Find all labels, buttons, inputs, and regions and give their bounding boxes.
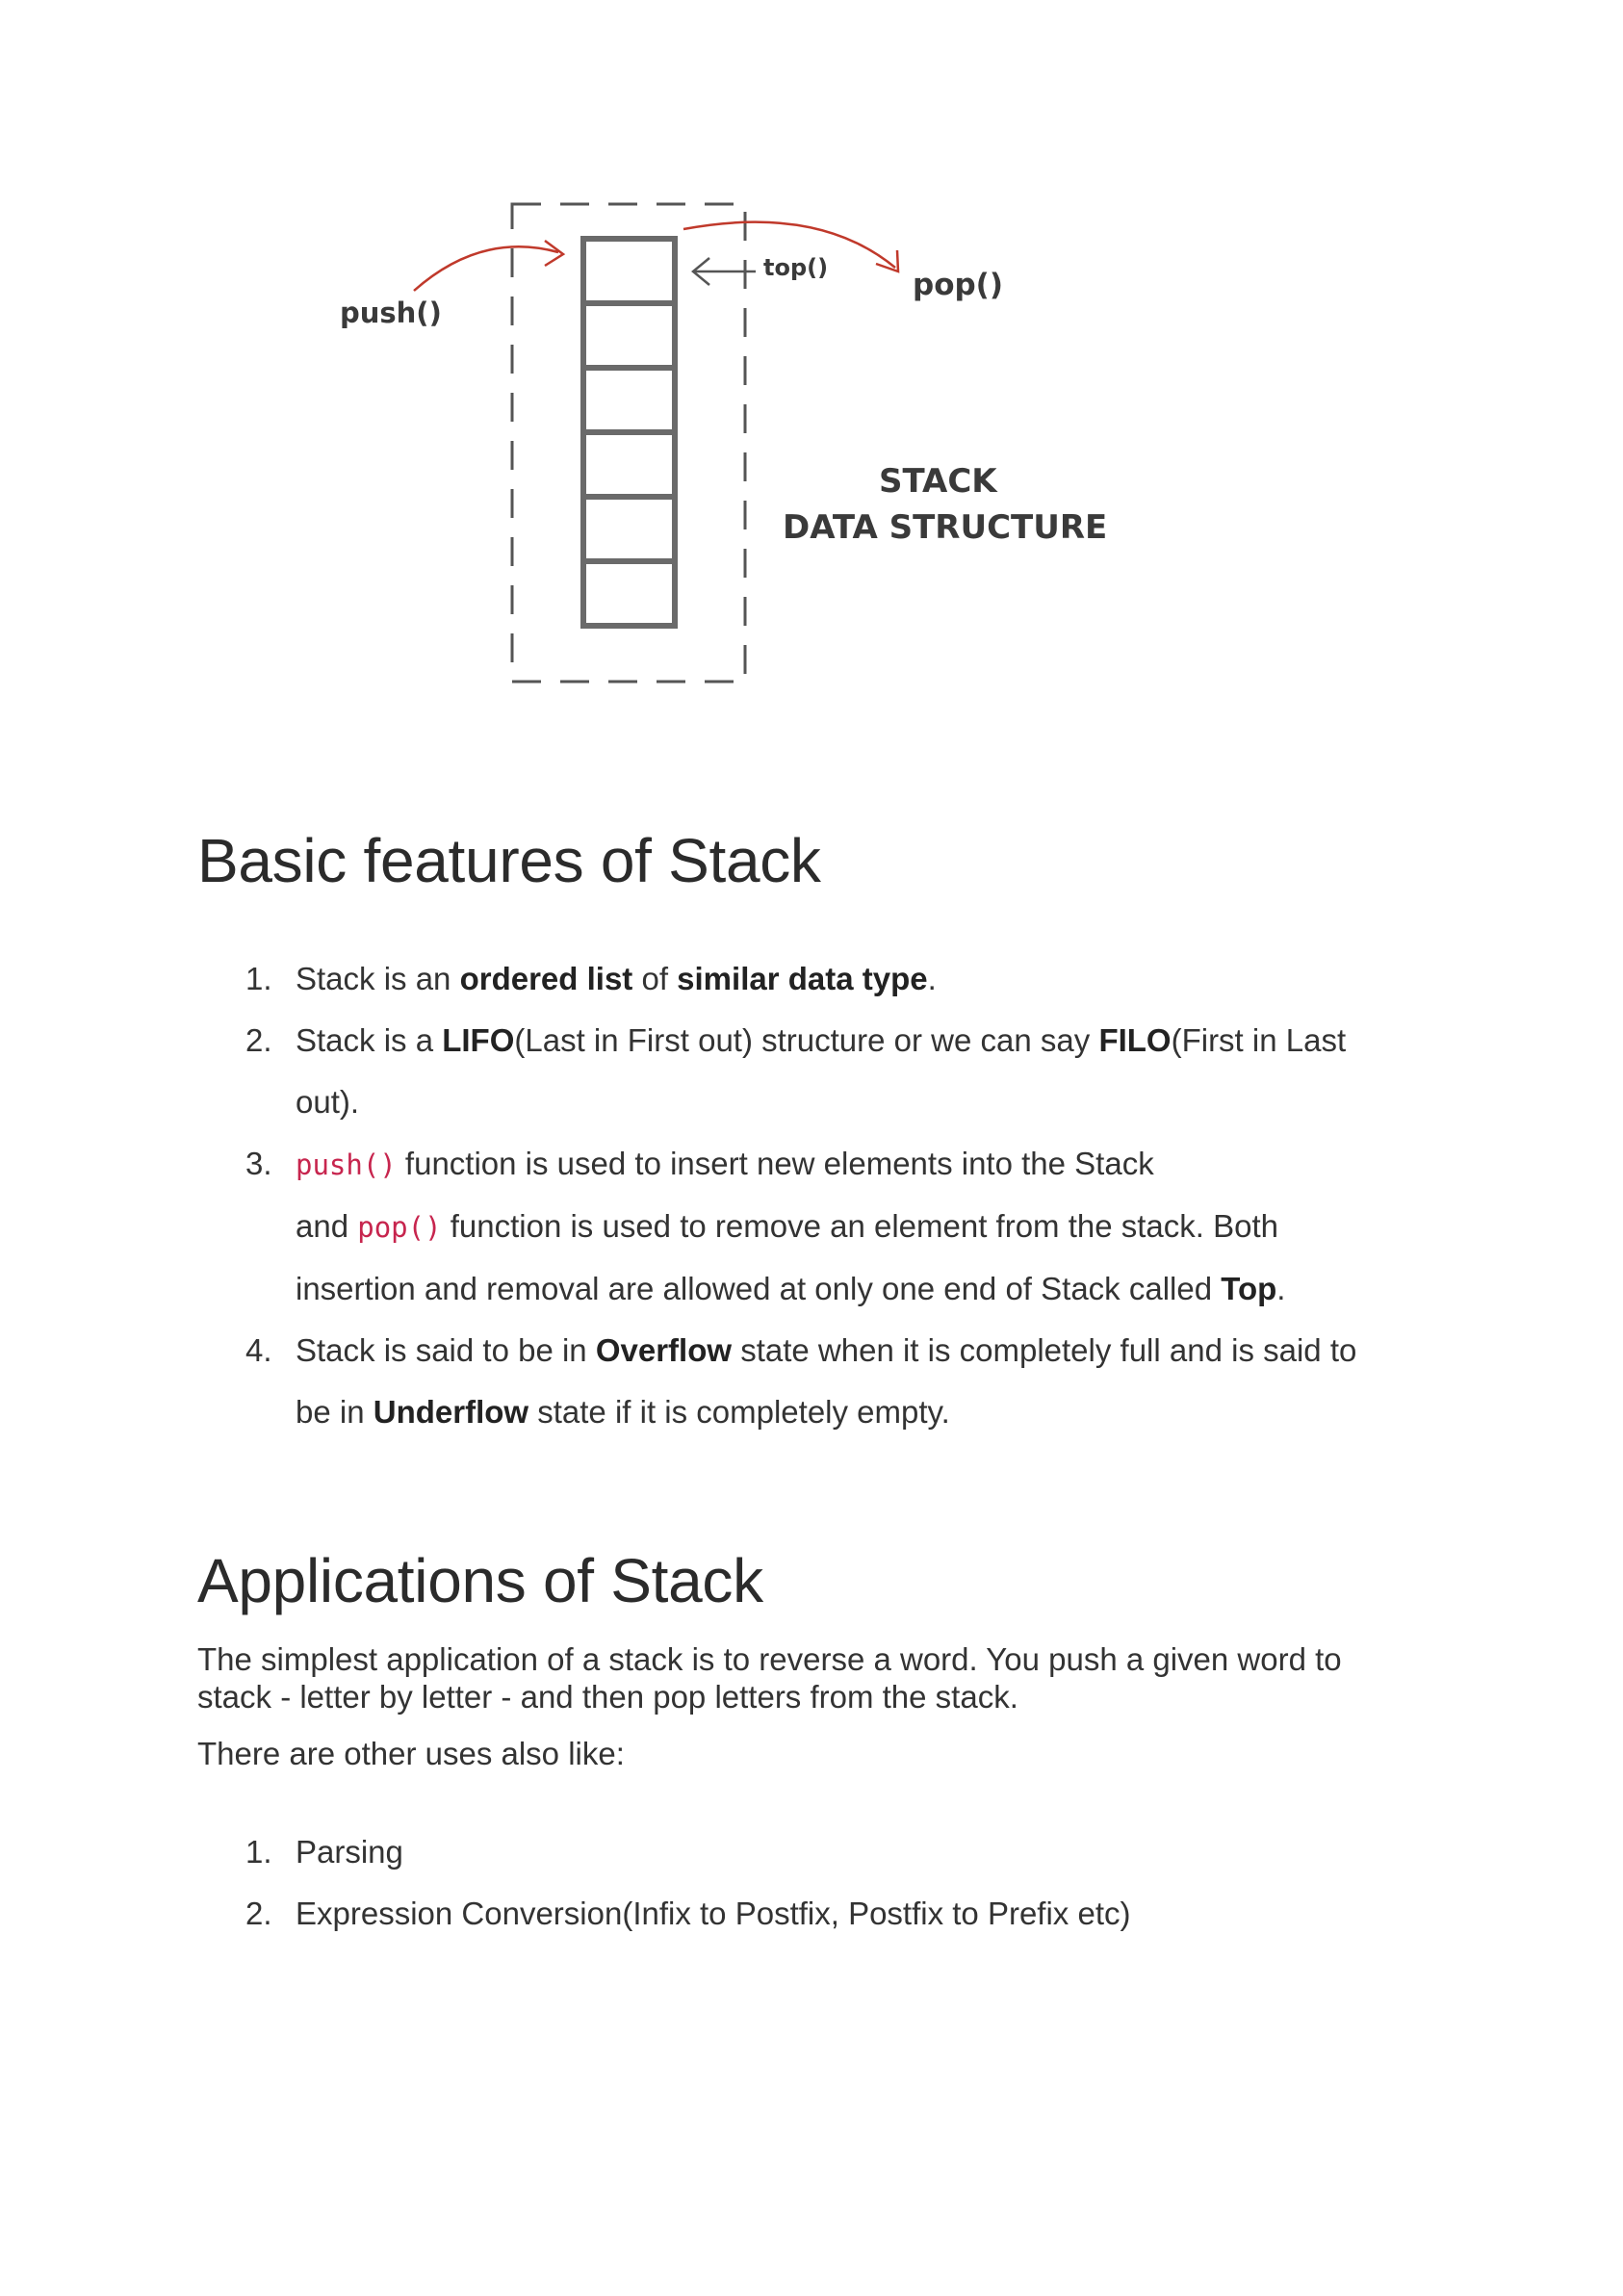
item-text: (Last in First out) structure or we can … xyxy=(514,1022,1099,1058)
item-bold: LIFO xyxy=(442,1022,515,1058)
push-arrow xyxy=(413,245,559,292)
item-bold: Overflow xyxy=(595,1332,733,1368)
item-text: and xyxy=(296,1208,358,1244)
item-text: Expression Conversion(Infix to Postfix, … xyxy=(296,1896,1131,1931)
list-number: 2. xyxy=(245,1896,272,1931)
inline-code-push: push() xyxy=(296,1148,397,1181)
item-bold: Top xyxy=(1221,1271,1277,1306)
features-heading: Basic features of Stack xyxy=(197,826,821,895)
stack-diagram: push() top() pop() STACK DATA STRUCTURE xyxy=(318,183,1146,703)
stack-cell xyxy=(580,429,678,500)
applications-heading: Applications of Stack xyxy=(197,1546,763,1615)
item-text: state if it is completely empty. xyxy=(528,1394,950,1430)
item-bold: ordered list xyxy=(459,961,633,996)
list-item: 2. Expression Conversion(Infix to Postfi… xyxy=(197,1883,1449,1945)
list-number: 4. xyxy=(245,1332,272,1368)
item-text: state when it is completely full and is … xyxy=(732,1332,1357,1368)
item-bold: FILO xyxy=(1098,1022,1172,1058)
item-text: Stack is said to be in xyxy=(296,1332,596,1368)
list-number: 2. xyxy=(245,1022,272,1058)
item-text: of xyxy=(632,961,678,996)
list-number: 1. xyxy=(245,961,272,996)
item-text: function is used to remove an element fr… xyxy=(441,1208,1278,1244)
diagram-title-line2: DATA STRUCTURE xyxy=(783,508,1108,547)
other-uses-text: There are other uses also like: xyxy=(197,1736,625,1771)
item-text: . xyxy=(927,961,937,996)
uses-list: 1. Parsing 2. Expression Conversion(Infi… xyxy=(197,1821,1449,1945)
list-item: 1. Stack is an ordered list of similar d… xyxy=(197,948,1449,1010)
item-text: be in xyxy=(296,1394,374,1430)
item-bold: similar data type xyxy=(677,961,928,996)
pop-arrowhead xyxy=(875,249,900,273)
list-item: 2. Stack is a LIFO(Last in First out) st… xyxy=(197,1010,1449,1133)
item-text: insertion and removal are allowed at onl… xyxy=(296,1271,1222,1306)
applications-intro: The simplest application of a stack is t… xyxy=(197,1640,1449,1716)
list-item: 4. Stack is said to be in Overflow state… xyxy=(197,1320,1449,1443)
stack-diagram-graphic xyxy=(413,202,900,684)
stack-boundary-dashed xyxy=(510,202,747,684)
stack-cell xyxy=(580,236,678,306)
item-text: (First in Last xyxy=(1171,1022,1347,1058)
features-list: 1. Stack is an ordered list of similar d… xyxy=(197,948,1449,1443)
item-text: function is used to insert new elements … xyxy=(396,1146,1154,1181)
item-text: Parsing xyxy=(296,1834,403,1870)
stack-cell xyxy=(580,494,678,564)
list-number: 3. xyxy=(245,1146,272,1181)
top-arrowhead xyxy=(691,257,710,286)
list-item: 3. push() function is used to insert new… xyxy=(197,1133,1449,1320)
item-text: out). xyxy=(296,1084,360,1120)
diagram-title-line1: STACK xyxy=(879,462,997,501)
push-arrowhead xyxy=(544,239,566,268)
push-label: push() xyxy=(340,297,442,329)
top-label: top() xyxy=(763,254,829,281)
list-number: 1. xyxy=(245,1834,272,1870)
item-text: Stack is an xyxy=(296,961,460,996)
item-bold: Underflow xyxy=(373,1394,529,1430)
intro-line: stack - letter by letter - and then pop … xyxy=(197,1679,1018,1715)
list-item: 1. Parsing xyxy=(197,1821,1449,1883)
stack-cells xyxy=(580,236,678,629)
stack-cell xyxy=(580,365,678,435)
stack-cell xyxy=(580,300,678,371)
intro-line: The simplest application of a stack is t… xyxy=(197,1641,1342,1677)
pop-label: pop() xyxy=(913,268,1004,302)
pop-arrow xyxy=(683,220,896,269)
stack-cell xyxy=(580,558,678,629)
item-text: Stack is a xyxy=(296,1022,443,1058)
inline-code-pop: pop() xyxy=(357,1211,442,1244)
item-text: . xyxy=(1276,1271,1286,1306)
